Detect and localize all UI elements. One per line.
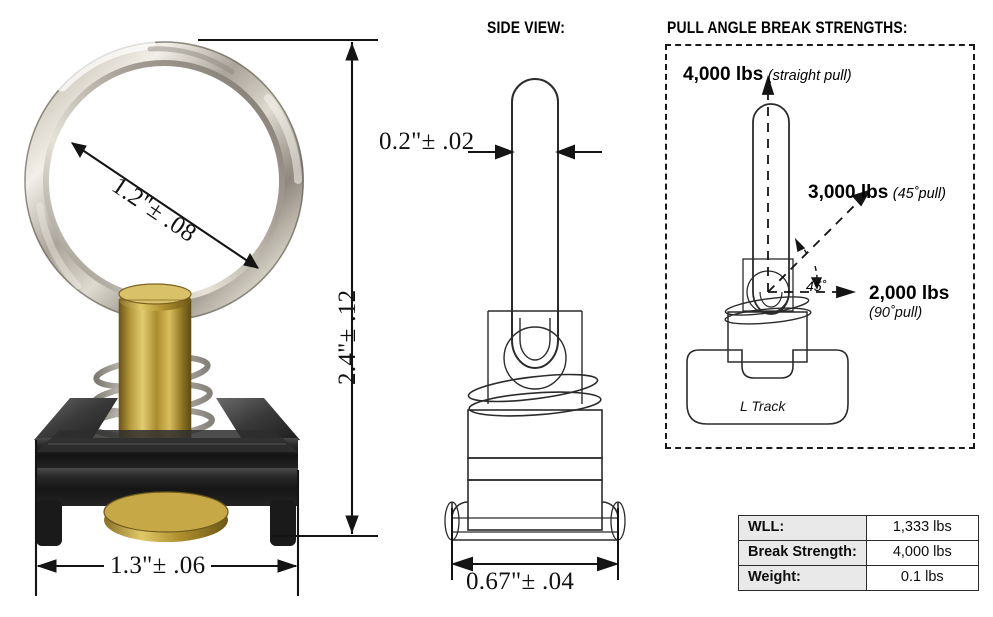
spec-label-weight: Weight: [738,564,867,591]
product-photo [0,0,340,600]
spec-label-wll: WLL: [738,515,867,541]
table-row: WLL: 1,333 lbs [738,515,979,541]
force-value-straight: 4,000 lbs [683,64,764,85]
dimension-base-width: 0.67"± .04 [466,568,575,595]
pull-angle-drawing [665,44,975,449]
ring-photo [24,38,304,321]
force-label-straight: 4,000 lbs (straight pull) [683,64,852,86]
side-view-dimension-overlay [420,40,650,600]
pull-angle-heading: PULL ANGLE BREAK STRENGTHS: [667,18,908,37]
pull-angle-panel [665,44,975,449]
l-track-label: L Track [740,398,786,414]
force-note-angled: (45˚pull) [892,186,946,202]
spec-label-break-strength: Break Strength: [738,539,867,566]
dimension-overall-height: 2.4"± .12 [334,289,361,385]
spec-value-weight: 0.1 lbs [865,564,979,591]
force-note-straight: (straight pull) [767,68,852,84]
force-note-side: (90˚pull) [869,305,923,321]
dimension-overall-width: 1.3"± .06 [104,552,212,580]
spec-table: WLL: 1,333 lbs Break Strength: 4,000 lbs… [738,515,979,591]
angle-marker-label: 45˚ [806,278,827,294]
dimension-ring-thickness: 0.2"± .02 [379,128,475,155]
force-label-side: 2,000 lbs [869,283,949,305]
force-label-angled: 3,000 lbs (45˚pull) [808,182,946,204]
left-dimension-overlay [0,0,400,610]
table-row: Break Strength: 4,000 lbs [738,539,979,566]
side-view-heading: SIDE VIEW: [487,18,566,37]
table-row: Weight: 0.1 lbs [738,564,979,591]
spec-table-body: WLL: 1,333 lbs Break Strength: 4,000 lbs… [738,515,979,591]
fitting-photo [34,398,300,546]
force-value-side: 2,000 lbs [869,283,950,304]
spec-value-break-strength: 4,000 lbs [865,539,979,566]
force-value-angled: 3,000 lbs [808,182,889,203]
spec-value-wll: 1,333 lbs [865,515,979,541]
